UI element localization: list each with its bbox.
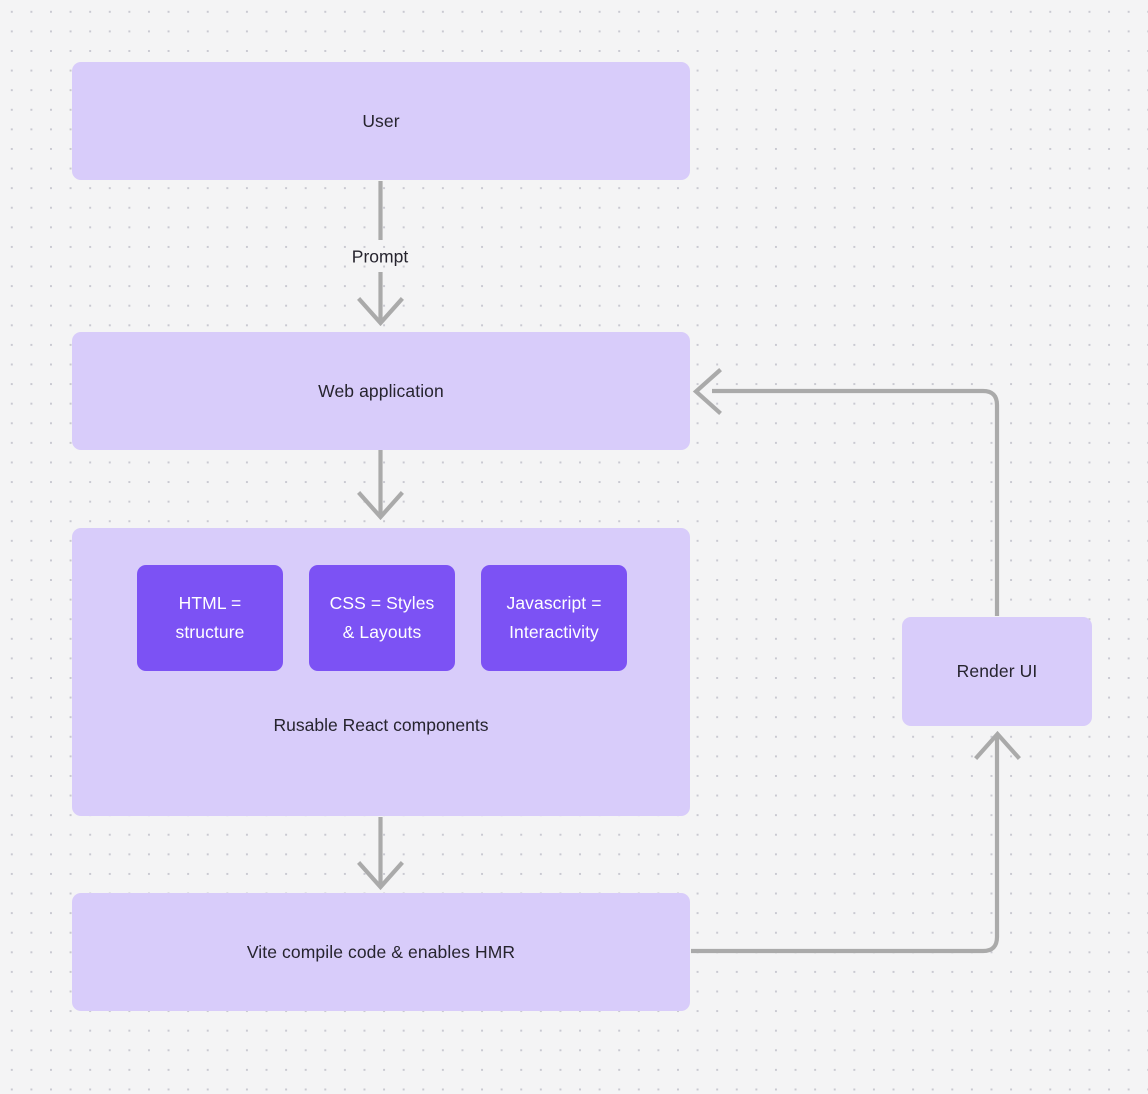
node-html[interactable]: HTML = structure <box>137 565 283 671</box>
components-group-children: HTML = structure CSS = Styles & Layouts … <box>137 565 627 671</box>
node-user[interactable]: User <box>72 62 690 180</box>
edge-vite-to-render <box>691 736 1000 954</box>
node-vite-label: Vite compile code & enables HMR <box>246 941 516 962</box>
edge-components-to-vite-arrowhead <box>357 861 404 891</box>
node-html-label: HTML = structure <box>175 593 245 642</box>
edge-web-to-components-arrowhead <box>357 491 404 521</box>
node-vite[interactable]: Vite compile code & enables HMR <box>72 893 690 1011</box>
components-group-caption: Rusable React components <box>273 715 489 735</box>
node-css[interactable]: CSS = Styles & Layouts <box>309 565 455 671</box>
edge-render-to-web-arrowhead <box>692 368 722 415</box>
node-user-label: User <box>362 110 400 131</box>
node-web-application[interactable]: Web application <box>72 332 690 450</box>
edge-label-prompt: Prompt <box>351 246 409 267</box>
edge-user-to-web-arrowhead <box>357 297 404 327</box>
node-javascript[interactable]: Javascript = Interactivity <box>481 565 627 671</box>
node-render-ui[interactable]: Render UI <box>902 617 1092 726</box>
node-components-group[interactable]: HTML = structure CSS = Styles & Layouts … <box>72 528 690 816</box>
node-javascript-label: Javascript = Interactivity <box>506 593 602 642</box>
edge-render-to-web <box>712 388 1000 616</box>
node-render-ui-label: Render UI <box>956 661 1038 682</box>
edge-vite-to-render-arrowhead <box>974 730 1021 760</box>
node-css-label: CSS = Styles & Layouts <box>329 593 435 642</box>
node-web-application-label: Web application <box>318 380 444 401</box>
